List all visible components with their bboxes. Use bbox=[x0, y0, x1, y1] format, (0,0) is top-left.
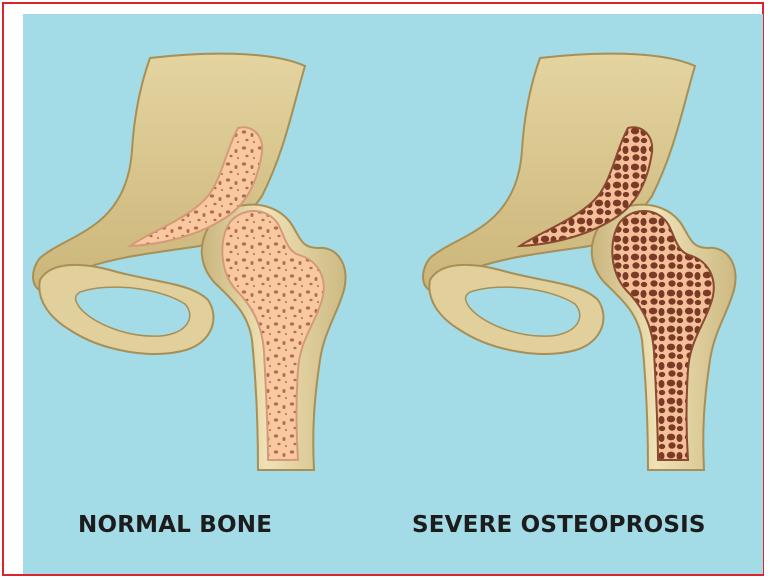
severe-osteoporosis-label: SEVERE OSTEOPROSIS bbox=[412, 512, 706, 538]
normal-bone-label: NORMAL BONE bbox=[78, 512, 272, 538]
normal-hip-bone bbox=[33, 54, 346, 470]
severe-hip-bone bbox=[423, 54, 736, 470]
